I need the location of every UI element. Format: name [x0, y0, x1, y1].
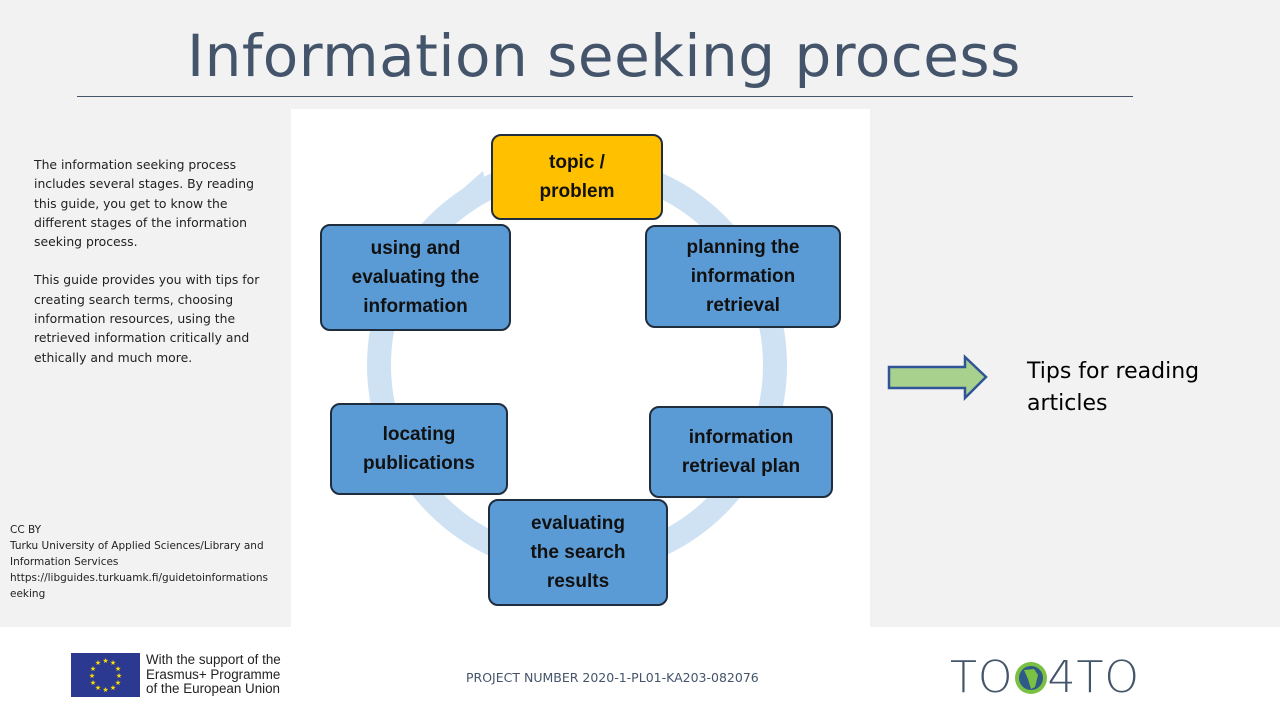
svg-text:★: ★ [116, 672, 122, 680]
globe-icon [1014, 661, 1047, 694]
logo-left: TO [950, 652, 1014, 703]
intro-text: The information seeking process includes… [34, 155, 264, 386]
to4to-logo: TO 4TO [950, 652, 1140, 703]
intro-paragraph-2: This guide provides you with tips for cr… [34, 272, 260, 365]
stage-retrieval-plan[interactable]: information retrieval plan [649, 406, 833, 498]
credit-org: Turku University of Applied Sciences/Lib… [10, 540, 264, 568]
svg-text:★: ★ [89, 672, 95, 680]
svg-text:★: ★ [90, 679, 96, 687]
svg-text:★: ★ [95, 659, 101, 667]
tips-link[interactable]: Tips for reading articles [1027, 359, 1200, 416]
eu-support-text: With the support of the Erasmus+ Program… [146, 652, 281, 696]
right-arrow-icon[interactable] [886, 354, 990, 402]
svg-text:★: ★ [90, 665, 96, 673]
title-divider [77, 96, 1133, 97]
svg-text:★: ★ [95, 684, 101, 692]
process-diagram: topic / problem planning the information… [291, 109, 870, 627]
svg-text:★: ★ [102, 686, 108, 694]
svg-text:★: ★ [110, 684, 116, 692]
credit-text: CC BY Turku University of Applied Scienc… [10, 522, 270, 602]
stage-topic-problem[interactable]: topic / problem [491, 134, 663, 220]
project-number: PROJECT NUMBER 2020-1-PL01-KA203-082076 [466, 670, 759, 685]
stage-using-evaluating[interactable]: using and evaluating the information [320, 224, 511, 331]
intro-paragraph-1: The information seeking process includes… [34, 157, 254, 250]
stage-locating[interactable]: locating publications [330, 403, 508, 495]
stage-planning[interactable]: planning the information retrieval [645, 225, 841, 328]
stage-evaluating-results[interactable]: evaluating the search results [488, 499, 668, 606]
footer [0, 627, 1280, 720]
license: CC BY [10, 524, 42, 536]
credit-url[interactable]: https://libguides.turkuamk.fi/guidetoinf… [10, 572, 269, 600]
slide-title: Information seeking process [187, 22, 1021, 90]
svg-text:★: ★ [115, 679, 121, 687]
svg-text:★: ★ [110, 659, 116, 667]
svg-text:★: ★ [115, 665, 121, 673]
eu-flag-icon: ★★★★★★★★★★★★ [71, 653, 140, 697]
logo-right: 4TO [1047, 652, 1141, 703]
svg-text:★: ★ [102, 657, 108, 665]
